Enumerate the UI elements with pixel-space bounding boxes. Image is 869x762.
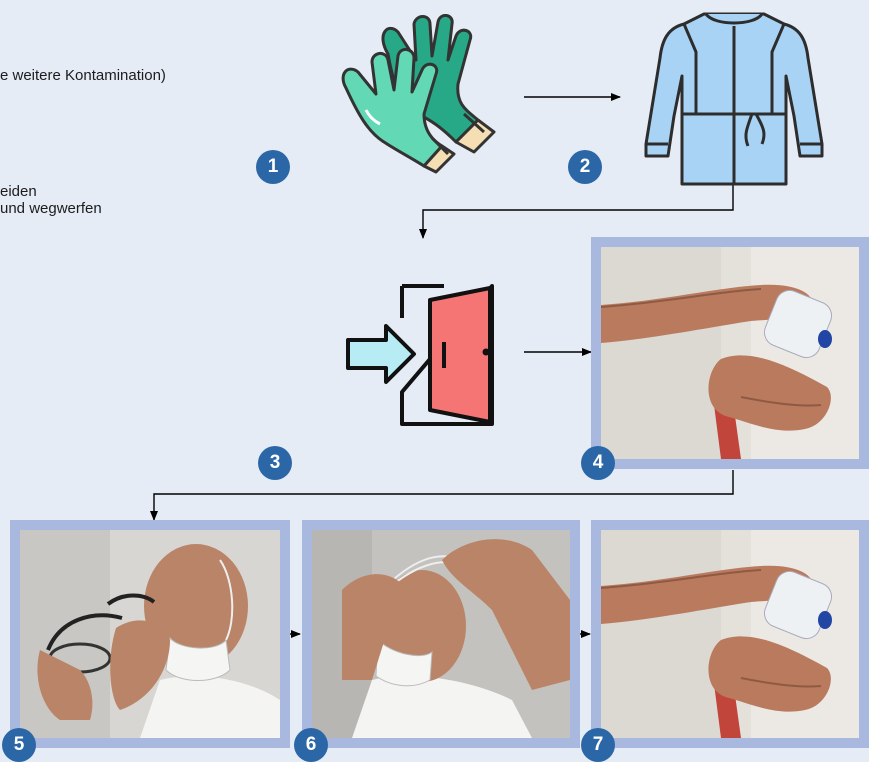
- arrow-4-5: [154, 470, 733, 520]
- step-badge-5: 5: [2, 728, 36, 762]
- gloves-icon: [336, 14, 504, 174]
- hand-disinfection-photo: [591, 237, 869, 469]
- remove-mask-photo: [302, 520, 580, 748]
- exit-door-icon: [344, 282, 496, 428]
- remove-goggles-photo: [10, 520, 290, 748]
- step-badge-1: 1: [256, 150, 290, 184]
- hand-disinfection-illustration-final: [601, 530, 859, 738]
- remove-goggles-illustration: [20, 530, 280, 738]
- hand-disinfection-photo-final: [591, 520, 869, 748]
- step-badge-7: 7: [581, 728, 615, 762]
- step-badge-6: 6: [294, 728, 328, 762]
- arrow-2-3: [423, 182, 733, 238]
- gown-icon: [634, 6, 834, 188]
- step-badge-3: 3: [258, 446, 292, 480]
- hand-disinfection-illustration: [601, 247, 859, 459]
- remove-mask-illustration: [312, 530, 570, 738]
- step-badge-4: 4: [581, 446, 615, 480]
- step-badge-2: 2: [568, 150, 602, 184]
